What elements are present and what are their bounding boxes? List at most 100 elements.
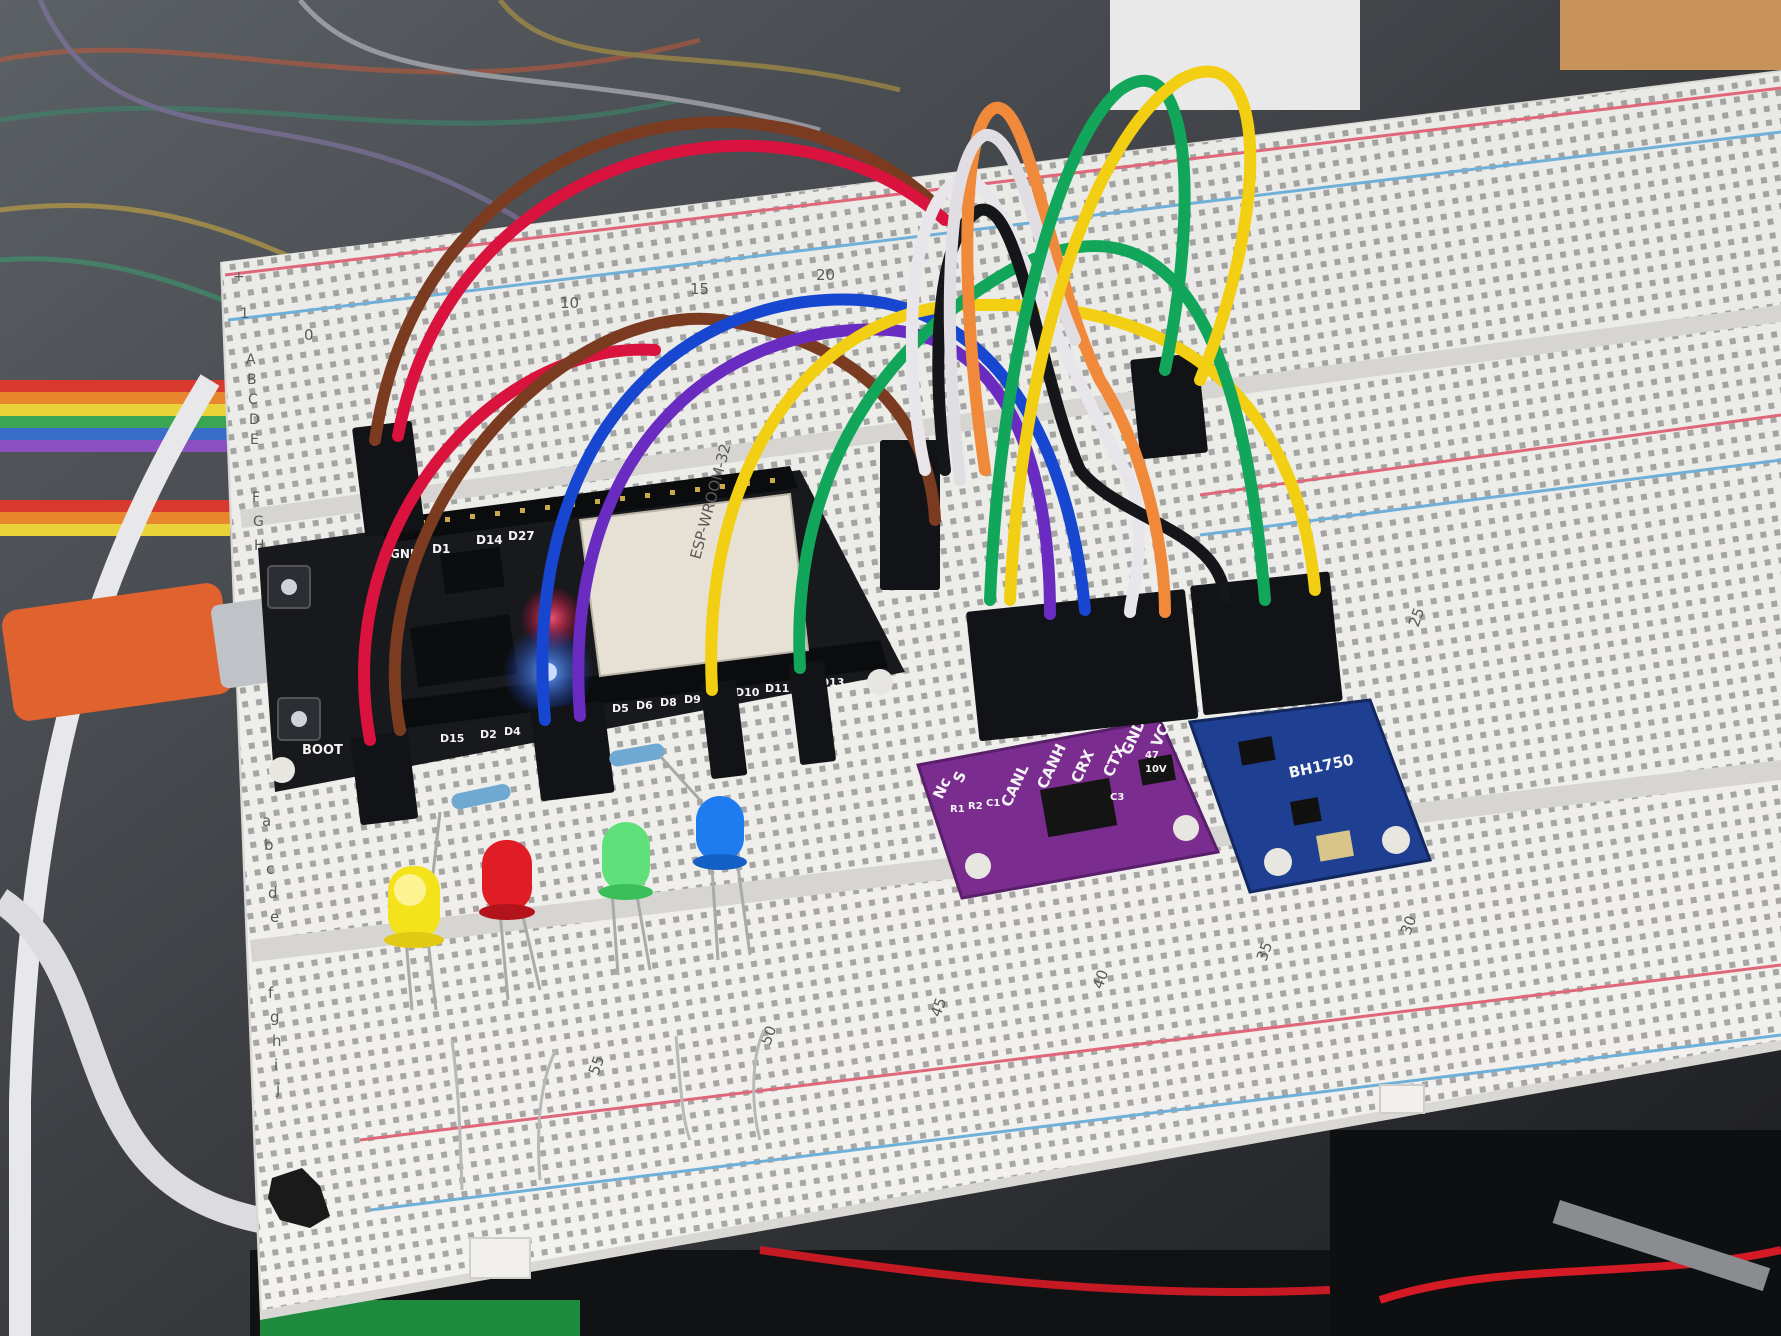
svg-text:b: b [264,836,274,854]
esp32-pin-labels-bottom: D5 D6 D8 D9 D10 D11 D13 D15 D2 D4 [440,676,844,745]
can-part-labels: R1 R2 C1 C3 47 10V [950,750,1167,815]
svg-text:e: e [270,908,279,926]
can-mount-hole-2 [1173,815,1199,841]
svg-text:D2: D2 [480,728,497,741]
wire-green-short [984,74,1191,606]
rail-red-bottom [359,963,1781,1142]
svg-text:40: 40 [1089,967,1112,991]
mount-hole-2 [867,669,893,695]
rail-label-one: 1 [240,306,249,322]
regulator-chip [440,546,505,595]
svg-text:30: 30 [1397,913,1420,937]
en-button-cap [281,579,297,595]
svg-text:0: 0 [304,326,314,344]
wire-blue [536,293,1091,726]
svg-text:10V: 10V [1145,764,1167,775]
background-wires [0,0,901,333]
svg-text:15: 15 [690,280,709,298]
sensor-regulator [1238,736,1276,766]
can-mount-hole-1 [965,853,991,879]
svg-text:F: F [252,490,260,506]
svg-text:R2: R2 [968,801,983,812]
svg-text:45: 45 [927,995,950,1019]
svg-text:D4: D4 [504,725,521,738]
white-cable-2 [0,889,263,1233]
svg-text:C1: C1 [986,798,1000,809]
sensor-mount-hole-2 [1382,826,1410,854]
sensor-chip [1290,797,1322,826]
svg-text:d: d [268,884,278,902]
svg-text:D15: D15 [440,732,464,745]
rail-label-plus: + [233,269,245,285]
svg-text:R1: R1 [950,804,965,815]
svg-text:a: a [262,812,271,830]
svg-text:47: 47 [1145,750,1159,761]
svg-text:D10: D10 [735,686,760,699]
svg-text:20: 20 [816,266,835,284]
svg-text:h: h [272,1032,282,1050]
board-tab-bottom [469,1237,531,1279]
column-numbers: 0 5 10 15 20 25 30 35 40 45 50 55 [304,266,1428,1077]
jumper-wires [358,65,1321,746]
svg-text:D14: D14 [476,533,503,547]
wooden-block [1560,0,1781,70]
svg-text:i: i [274,1056,278,1074]
svg-text:D1: D1 [432,542,450,556]
svg-text:D8: D8 [660,696,677,709]
can-transceiver-chip [1040,777,1118,838]
row-letters-bottom: a b c d e [262,812,279,926]
mount-hole-1 [269,757,295,783]
wire-red-long [392,139,951,442]
svg-text:B: B [247,372,257,388]
svg-text:50: 50 [757,1023,780,1047]
esp32-shield [578,492,810,678]
led-red [479,840,542,1001]
dupont-connectors [350,353,1343,826]
board-logo [268,1168,330,1228]
boot-label: BOOT [302,743,343,758]
wire-brown-esp [388,312,941,736]
rail-red-top [224,86,1781,277]
svg-text:E: E [250,432,259,448]
black-module [1330,1130,1781,1336]
wire-brown-long [369,116,936,446]
svg-text:H: H [254,538,265,554]
screwdriver-tip [1552,1200,1771,1292]
sensor-mount-hole-1 [1264,848,1292,876]
svg-text:A: A [246,352,256,368]
row-letters-top: A B C D E [246,352,260,448]
svg-text:D: D [249,412,260,428]
wire-yellow-short [1004,65,1257,606]
can-capacitor [1137,754,1176,786]
board-tab-right [1379,1084,1425,1114]
led-yellow [384,866,444,1011]
svg-text:D6: D6 [636,699,653,712]
led-blue [693,796,752,961]
svg-text:D9: D9 [684,693,701,706]
svg-text:25: 25 [1405,605,1428,629]
wire-yellow-esp [705,298,1321,696]
svg-text:g: g [270,1008,280,1026]
svg-text:D27: D27 [508,529,535,543]
svg-text:f: f [268,984,274,1002]
svg-text:j: j [275,1080,280,1098]
svg-text:55: 55 [585,1053,608,1077]
usb-uart-chip [410,614,518,688]
red-wire-bottom [759,1246,1331,1296]
light-sensor-module: BH1750 [1187,698,1433,894]
svg-text:C: C [248,392,258,408]
svg-text:G: G [253,514,264,530]
svg-text:D11: D11 [765,682,789,695]
boot-button-cap [291,711,307,727]
svg-text:c: c [266,860,274,878]
svg-text:35: 35 [1253,939,1276,963]
led-green [599,822,653,976]
rail-blue-mid [1199,458,1781,537]
svg-text:C3: C3 [1110,792,1124,803]
wire-links [450,1029,766,1191]
sensor-optics [1315,830,1354,862]
wire-orange [961,101,1171,618]
svg-text:10: 10 [560,294,579,312]
rail-blue-bottom [369,1033,1781,1212]
